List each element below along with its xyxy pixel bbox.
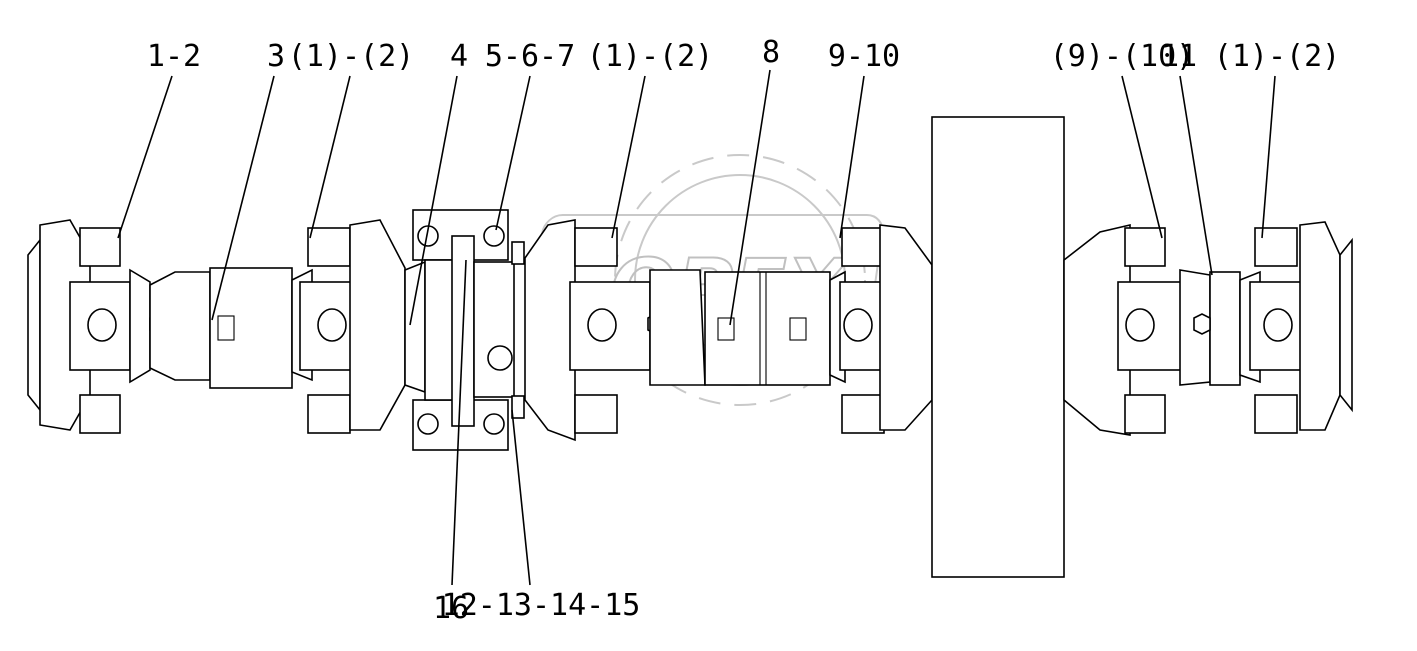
callout-8: 8 [762, 35, 780, 70]
callout-16: 16 [433, 591, 469, 626]
callout-4: 4 [450, 39, 468, 74]
leader-lines [117, 69, 1276, 586]
callout-12-13-14-15: 12-13-14-15 [442, 588, 641, 623]
housing-block [931, 116, 1065, 578]
callout-1-2-second: (1)-(2) [288, 39, 414, 74]
callout-11: 11 [1161, 39, 1197, 74]
callout-1-2-right: (1)-(2) [1214, 39, 1340, 74]
shaft-assembly [27, 116, 1353, 578]
callout-labels: 1-2 3 (1)-(2) 4 5-6-7 (1)-(2) 8 9-10 (9)… [147, 35, 1340, 626]
callout-9-10-right: (9)-(10) [1050, 39, 1195, 74]
callout-5-6-7: 5-6-7 [485, 39, 575, 74]
callout-1-2: 1-2 [147, 39, 201, 74]
callout-9-10: 9-10 [828, 39, 900, 74]
callout-1-2-third: (1)-(2) [587, 39, 713, 74]
callout-3: 3 [267, 39, 285, 74]
